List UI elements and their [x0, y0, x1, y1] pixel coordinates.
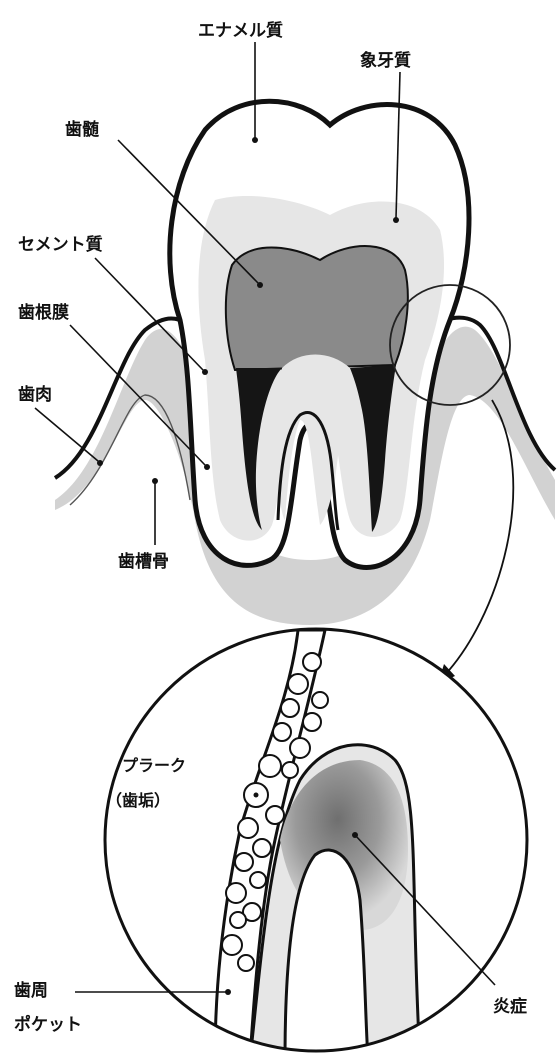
label-periodontal-ligament: 歯根膜	[18, 302, 69, 323]
label-inflammation: 炎症	[493, 996, 527, 1017]
label-dentin: 象牙質	[360, 50, 411, 71]
label-plaque-sub: （歯垢）	[106, 791, 170, 810]
label-periodontal-pocket: 歯周	[14, 980, 48, 1001]
zoom-arrow	[440, 400, 513, 680]
label-alveolar-bone: 歯槽骨	[118, 551, 169, 572]
zoom-detail	[105, 629, 527, 1055]
tooth-cross-section	[55, 101, 555, 684]
label-plaque: プラーク	[122, 756, 186, 775]
label-periodontal-pocket-sub: ポケット	[14, 1014, 82, 1035]
label-pulp: 歯髄	[65, 119, 100, 140]
label-gingiva: 歯肉	[18, 384, 52, 405]
label-cementum: セメント質	[18, 234, 103, 255]
label-enamel: エナメル質	[198, 20, 283, 41]
pulp-chamber	[226, 246, 408, 370]
